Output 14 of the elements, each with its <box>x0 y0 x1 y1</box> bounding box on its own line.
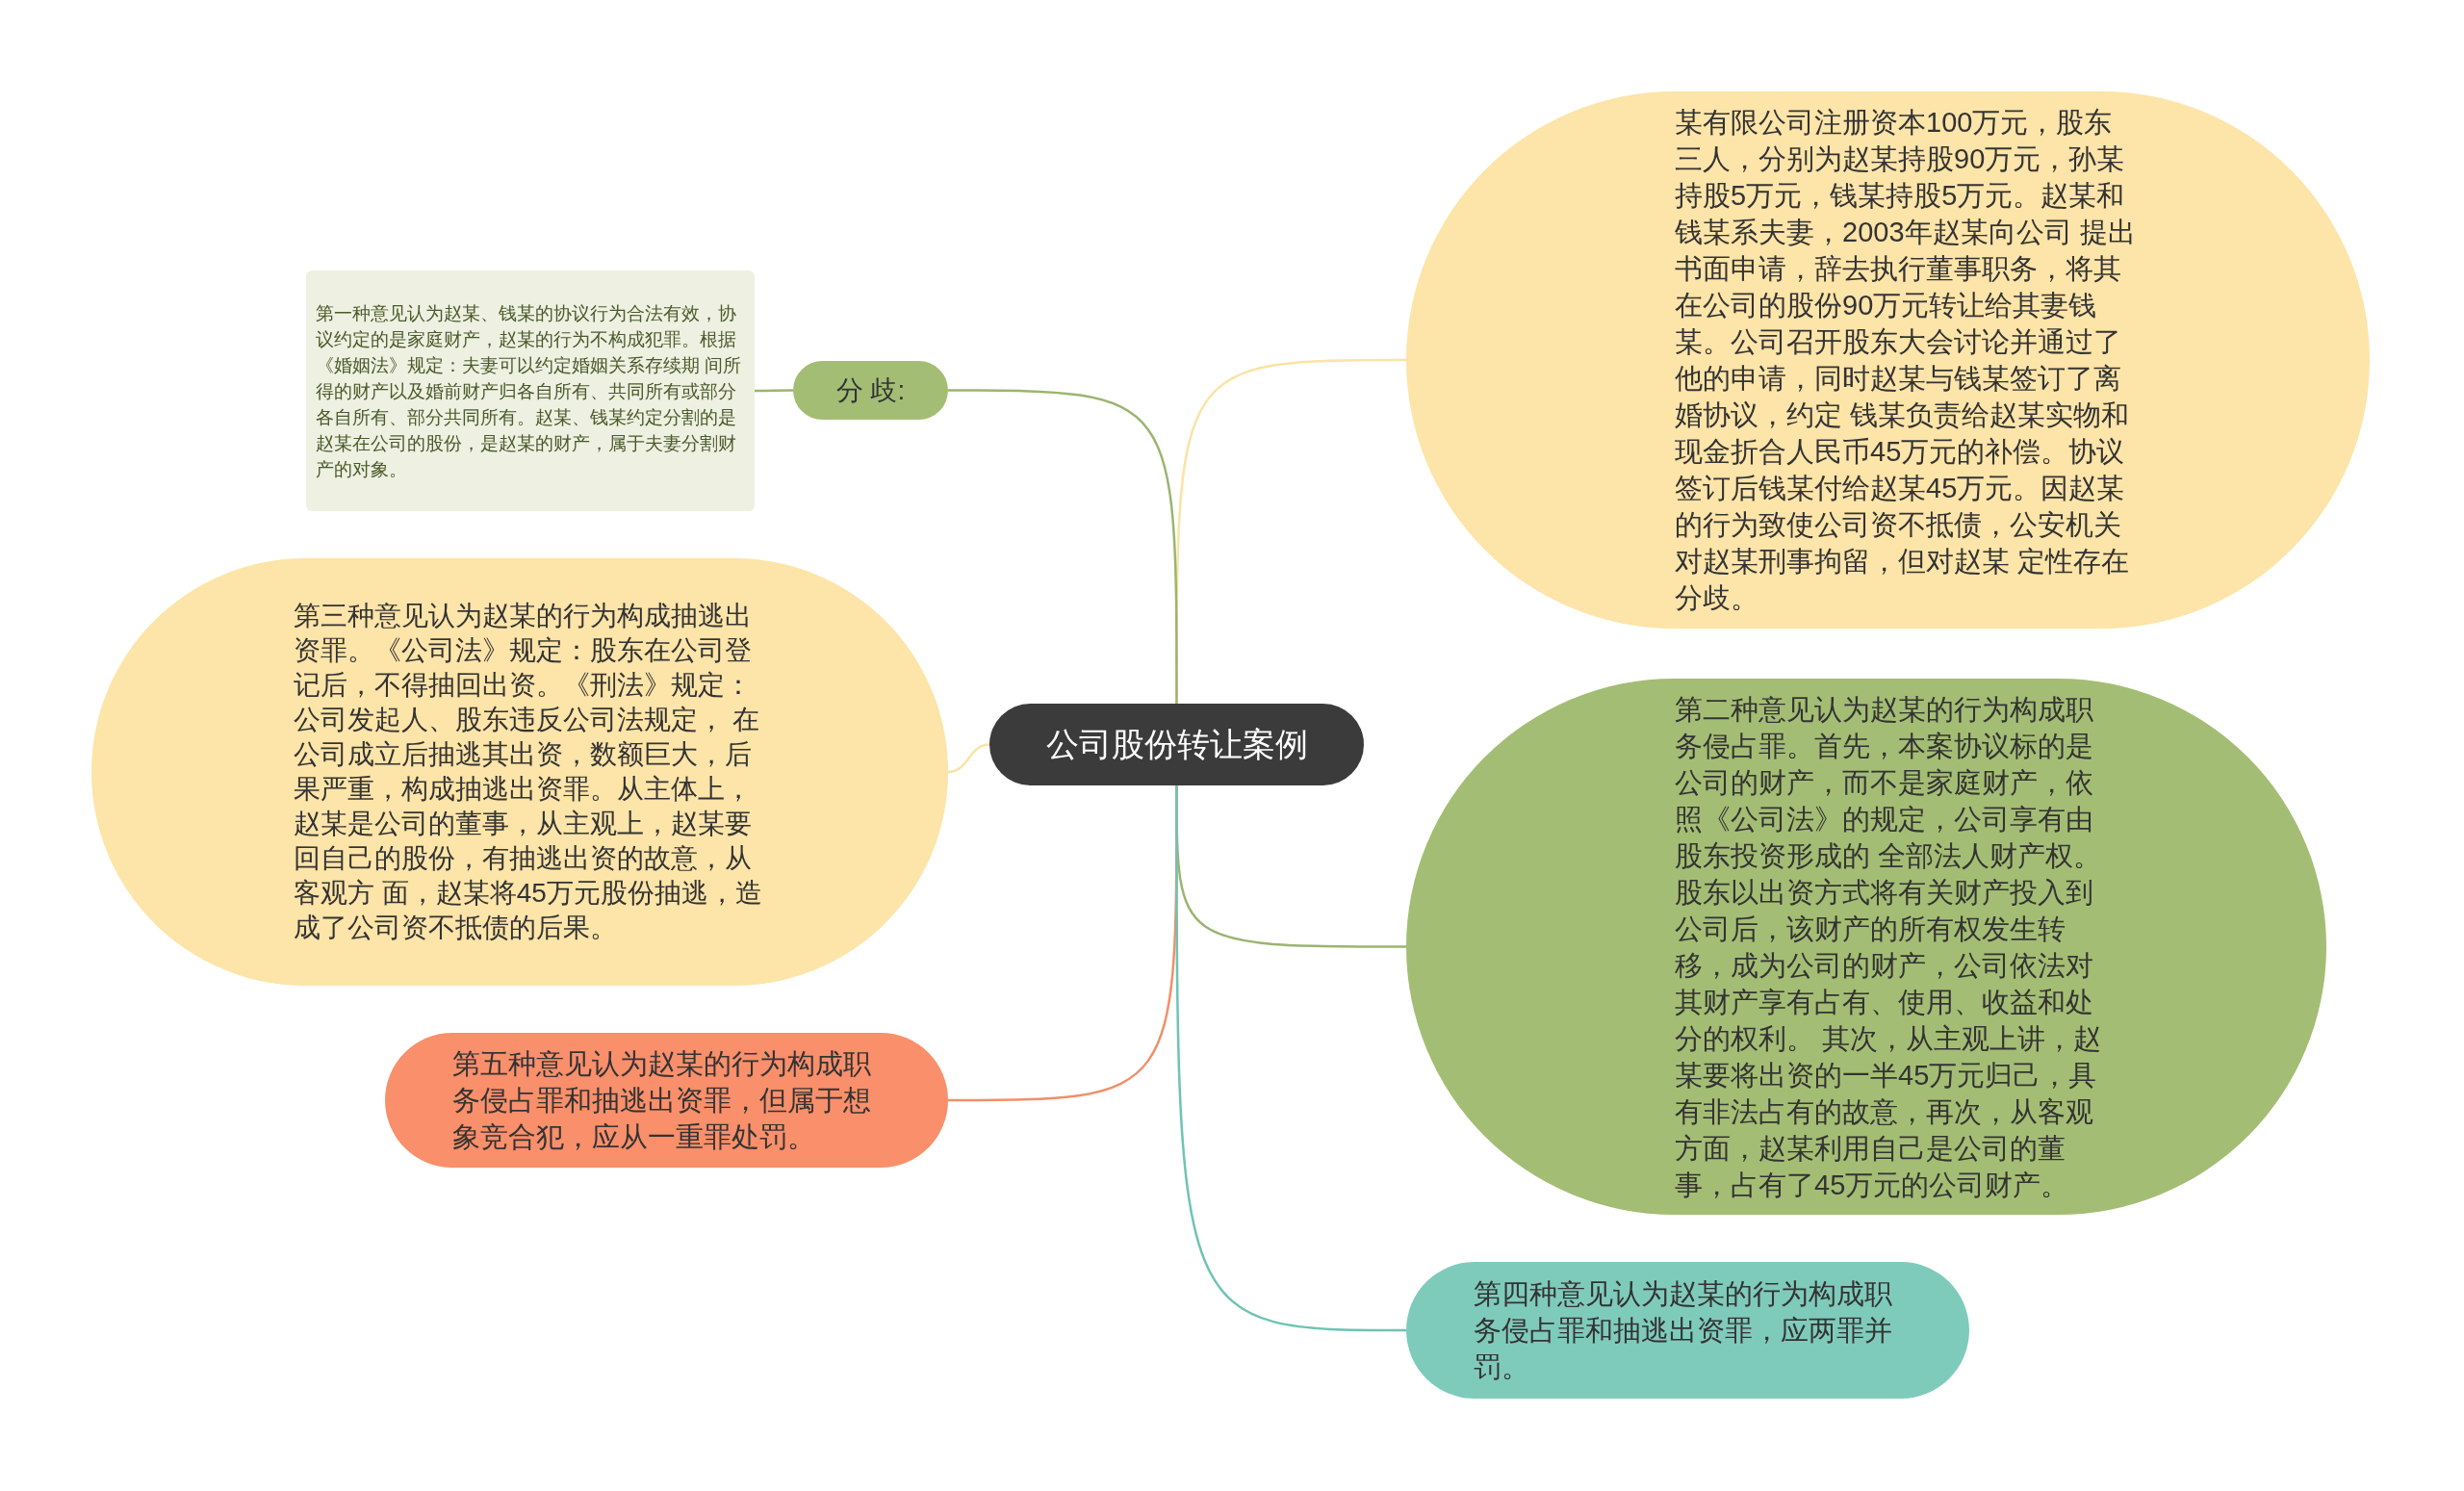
branch-label <box>793 361 948 420</box>
note-box <box>306 270 755 511</box>
node-text: 公司股份转让案例 <box>1044 725 1309 764</box>
node-text: 第二种意见认为赵某的行为构成职务侵占罪。首先，本案协议标的是公司的财产，而不是家庭财产，依照《公司法》的规定，公司享有由股东投资形成的 全部法人财产权。股东以出资方式将有关财产投入到公司后，该财产的所有权发生转移，成为公司的财产，公司依法对其财产享有占有、使用、收益和处分的权利。 其次，从主观上讲，赵某要将出资的一半45万元归己，具有非法占有的故意，再次，从客观方面，赵某利用自己是公司的董事，占有了45万元的公司财产。 <box>1675 692 2103 1202</box>
node-text: 第三种意见认为赵某的行为构成抽逃出资罪。《公司法》规定：股东在公司登记后，不得抽回出资。《刑法》规定：公司发起人、股东违反公司法规定， 在公司成立后抽逃其出资，数额巨大，后果严重，构成抽逃出资罪。从主体上，赵某是公司的董事，从主观上，赵某要回自己的股份，有抽逃出资的故意，从客观方 面，赵某将45万元股份抽逃，造成了公司资不抵债的后果。 <box>294 600 763 944</box>
node-text: 某有限公司注册资本100万元，股东三人，分别为赵某持股90万元，孙某持股5万元，钱某持股5万元。赵某和钱某系夫妻，2003年赵某向公司 提出书面申请，辞去执行董事职务，将其在公司的股份90万元转让给其妻钱某。公司召开股东大会讨论并通过了他的申请，同时赵某与钱某签订了离婚协议，约定 钱某负责给赵某实物和现金折合人民币45万元的补偿。协议签订后钱某付给赵某45万元。因赵某的行为致使公司资不抵债，公安机关对赵某刑事拘留，但对赵某 定性存在分歧。 <box>1675 106 2137 615</box>
connector-line <box>755 389 793 393</box>
node-text: 分 歧: <box>834 373 907 407</box>
connector-line <box>948 389 1178 704</box>
connector-line <box>947 743 990 774</box>
node-text: 第四种意见认为赵某的行为构成职务侵占罪和抽逃出资罪，应两罪并罚。 <box>1474 1277 1893 1384</box>
node-text: 第一种意见认为赵某、钱某的协议行为合法有效，协议约定的是家庭财产，赵某的行为不构成犯罪。根据《婚姻法》规定：夫妻可以约定婚姻关系存续期 间所得的财产以及婚前财产归各自所有、共同所有或部分各自所有、部分共同所有。赵某、钱某约定分割的是赵某在公司的股份，是赵某的财产，属于夫妻分割财产的对象。 <box>316 301 743 481</box>
connector-line <box>1175 785 1406 1332</box>
node-text: 第五种意见认为赵某的行为构成职务侵占罪和抽逃出资罪，但属于想象竞合犯，应从一重罪处罚。 <box>452 1047 872 1154</box>
